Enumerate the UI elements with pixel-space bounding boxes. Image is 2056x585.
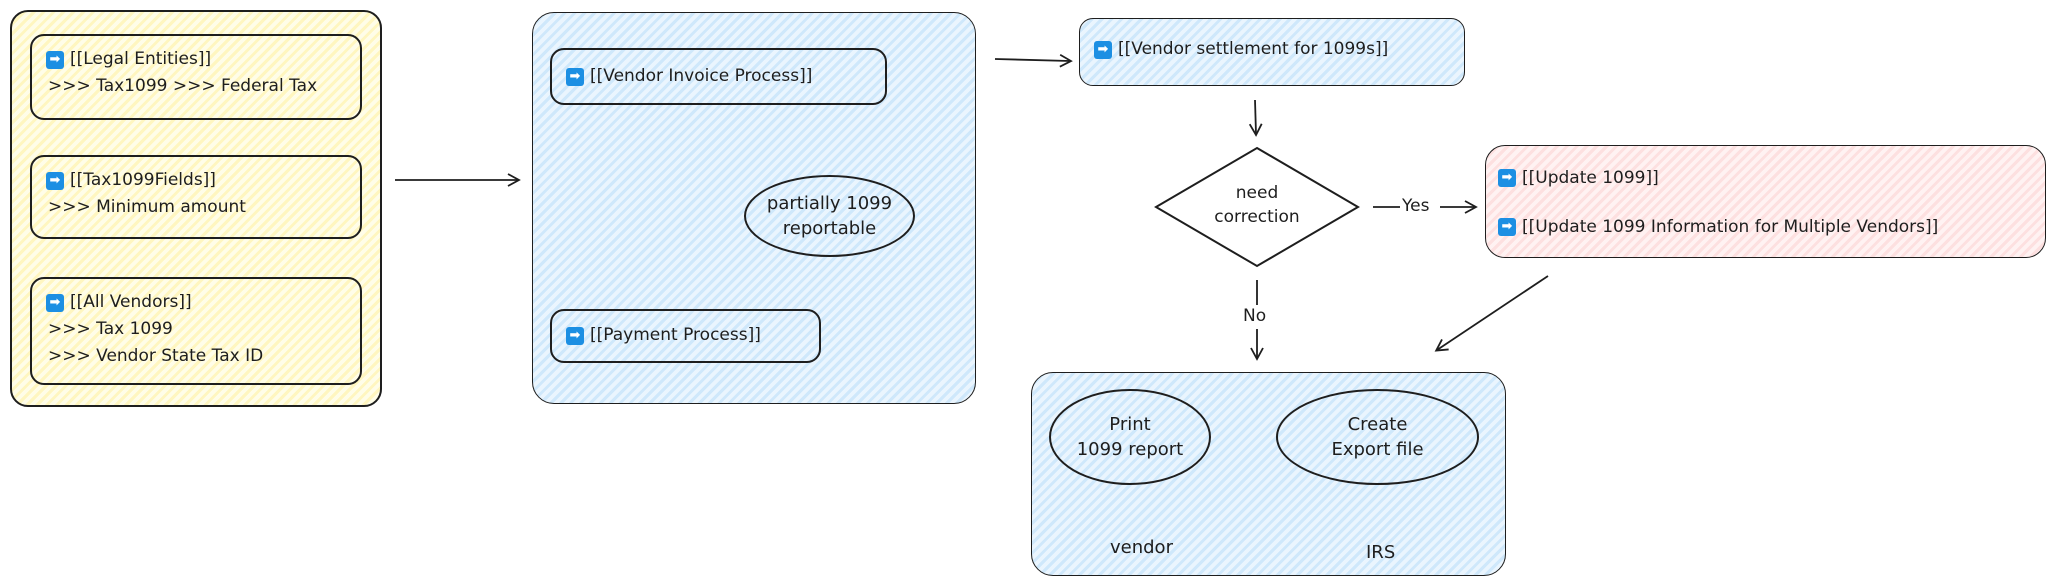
arrow-update-to-output — [1434, 275, 1549, 352]
vendor-invoice-link[interactable]: [[Vendor Invoice Process]] — [590, 66, 813, 86]
arrow-settlement-to-decision — [1248, 99, 1263, 137]
process-container: ➡ [[Vendor Invoice Process]] ➡ [[Payment P… — [532, 12, 976, 404]
export-line2: Export file — [1331, 439, 1424, 460]
arrow-right-icon[interactable]: ➡ — [46, 171, 64, 190]
sources-container: ➡ [[Legal Entities]] >>> Tax1099 >>> Fede… — [10, 10, 382, 407]
update-1099-link[interactable]: [[Update 1099]] — [1522, 168, 1659, 188]
partial-reportable-ellipse: partially 1099 reportable — [744, 175, 915, 257]
tax1099-fields-path: >>> Minimum amount — [48, 197, 246, 217]
vendor-settlement-link[interactable]: [[Vendor settlement for 1099s]] — [1118, 39, 1389, 59]
arrow-process-to-settlement — [994, 53, 1073, 68]
vendor-invoice-node[interactable]: ➡ [[Vendor Invoice Process]] — [550, 48, 887, 105]
partial-line1: partially 1099 — [766, 193, 893, 214]
arrow-right-icon[interactable]: ➡ — [566, 67, 584, 86]
vendor-target-label: vendor — [1110, 537, 1173, 558]
arrow-right-icon[interactable]: ➡ — [46, 50, 64, 69]
all-vendors-link[interactable]: [[All Vendors]] — [70, 292, 192, 312]
tax1099-fields-link[interactable]: [[Tax1099Fields]] — [70, 170, 216, 190]
update-container: ➡ [[Update 1099]] ➡ [[Update 1099 Informat… — [1485, 145, 2046, 258]
update-multiple-vendors-link[interactable]: [[Update 1099 Information for Multiple V… — [1522, 217, 1939, 237]
payment-process-node[interactable]: ➡ [[Payment Process]] — [550, 309, 821, 363]
all-vendors-line2: >>> Vendor State Tax ID — [48, 346, 264, 366]
irs-target-label: IRS — [1366, 542, 1396, 563]
arrow-right-icon[interactable]: ➡ — [1498, 169, 1516, 187]
yes-label: Yes — [1402, 196, 1430, 216]
all-vendors-node[interactable]: ➡ [[All Vendors]] >>> Tax 1099 >>> Vendor… — [30, 277, 362, 385]
print-report-ellipse: Print 1099 report — [1049, 389, 1211, 485]
arrow-right-icon[interactable]: ➡ — [46, 293, 64, 312]
legal-entities-node[interactable]: ➡ [[Legal Entities]] >>> Tax1099 >>> Fede… — [30, 34, 362, 120]
payment-process-link[interactable]: [[Payment Process]] — [590, 325, 761, 345]
tax1099-fields-node[interactable]: ➡ [[Tax1099Fields]] >>> Minimum amount — [30, 155, 362, 239]
print-line2: 1099 report — [1076, 439, 1184, 460]
all-vendors-line1: >>> Tax 1099 — [48, 319, 173, 339]
arrow-right-icon[interactable]: ➡ — [566, 326, 584, 345]
partial-line2: reportable — [782, 218, 877, 239]
print-line1: Print — [1109, 414, 1151, 435]
decision-line2: correction — [1214, 207, 1300, 227]
no-label: No — [1243, 306, 1267, 326]
export-line1: Create — [1347, 414, 1408, 435]
arrow-right-icon[interactable]: ➡ — [1498, 218, 1516, 236]
decision-line1: need — [1235, 183, 1279, 203]
decision-label: need correction — [1182, 181, 1332, 229]
vendor-settlement-node[interactable]: ➡ [[Vendor settlement for 1099s]] — [1079, 18, 1465, 86]
legal-entities-path: >>> Tax1099 >>> Federal Tax — [48, 76, 318, 96]
legal-entities-link[interactable]: [[Legal Entities]] — [70, 49, 212, 69]
arrow-right-icon[interactable]: ➡ — [1094, 40, 1112, 59]
